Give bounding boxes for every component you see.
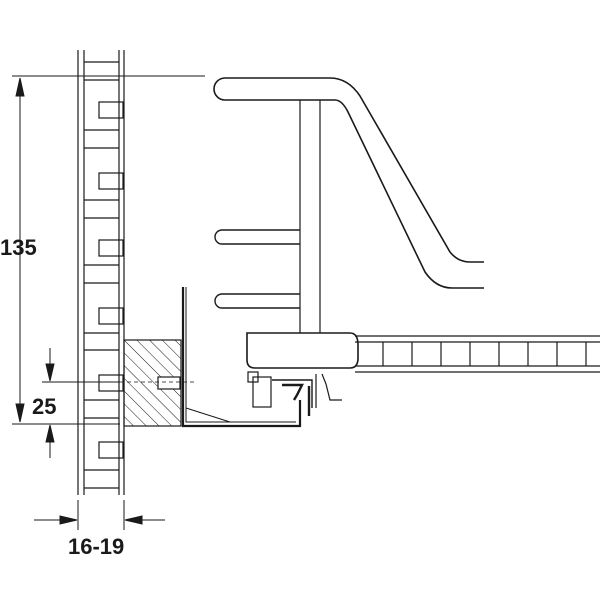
pull-out-handle [213, 77, 484, 333]
rail-clip [247, 371, 342, 416]
drawer-rail [246, 332, 600, 373]
dimension-label-25: 25 [32, 394, 57, 419]
dimension-16-19 [34, 500, 165, 530]
dimension-25 [42, 348, 120, 458]
panel-slots [84, 61, 124, 489]
dimension-135 [12, 75, 205, 425]
mounting-block [120, 339, 196, 427]
runner-profile [181, 287, 302, 428]
cabinet-side-panel [77, 50, 125, 495]
dimension-label-135: 135 [0, 235, 37, 260]
rail-segments [382, 342, 587, 366]
dimension-label-16-19: 16-19 [68, 534, 125, 559]
